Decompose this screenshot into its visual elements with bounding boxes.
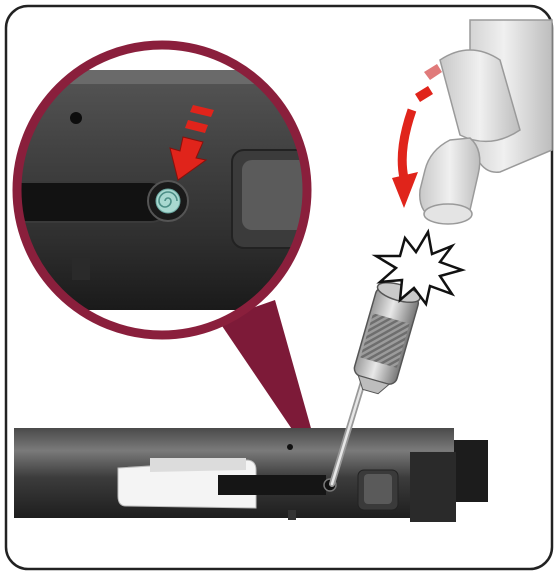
gun-barrel-icon <box>14 428 488 522</box>
spring-icon <box>156 189 180 213</box>
